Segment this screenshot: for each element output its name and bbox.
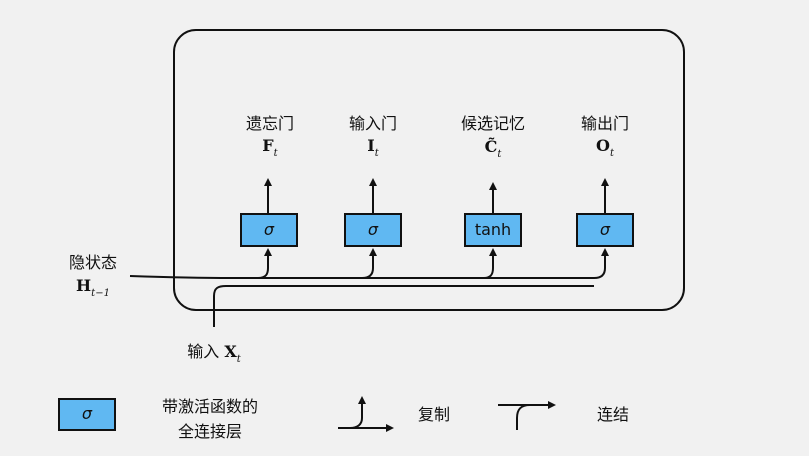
- candidate-memory-box: [464, 213, 522, 247]
- hidden-state-title: 隐状态: [69, 253, 117, 272]
- forget-gate-symbol: Ft: [262, 136, 278, 159]
- legend-copy-branch: [349, 396, 366, 429]
- hidden-state-symbol: Ht−1: [76, 276, 110, 299]
- candidate-memory-title: 候选记忆: [461, 114, 525, 133]
- forget-gate-title: 遗忘门: [246, 114, 294, 133]
- legend-concat-label: 连结: [597, 405, 629, 424]
- hidden-state-label: 隐状态 Ht−1: [69, 253, 117, 299]
- output-gate-symbol: Ot: [596, 136, 615, 159]
- input-gate-symbol: It: [367, 136, 379, 159]
- input-gate-box: [344, 213, 402, 247]
- output-gate: 输出门 Ot σ: [576, 114, 634, 247]
- output-gate-title: 输出门: [581, 114, 629, 133]
- legend-copy-label: 复制: [418, 405, 450, 424]
- output-gate-activation: σ: [600, 220, 611, 239]
- legend-activation-box: [58, 398, 116, 431]
- forget-gate-box: [240, 213, 298, 247]
- legend-activation-symbol: σ: [82, 404, 93, 423]
- input-gate-title: 输入门: [349, 114, 397, 133]
- legend-activation-line2: 全连接层: [178, 422, 242, 441]
- forget-gate: 遗忘门 Ft σ: [240, 114, 298, 247]
- lstm-cell-frame: [173, 29, 685, 311]
- gate-connections: [129, 248, 609, 327]
- input-label: 输入 Xt: [187, 342, 242, 365]
- input-gate: 输入门 It σ: [344, 114, 402, 247]
- legend-concat-arrow: [516, 401, 556, 430]
- candidate-memory-activation: tanh: [475, 220, 511, 239]
- candidate-memory-symbol: C̃t: [485, 137, 503, 160]
- candidate-memory: 候选记忆 C̃t tanh: [461, 114, 525, 247]
- input-symbol-line: 输入 Xt: [187, 342, 242, 365]
- forget-gate-activation: σ: [264, 220, 275, 239]
- legend-activation-line1: 带激活函数的: [162, 397, 258, 416]
- input-gate-activation: σ: [368, 220, 379, 239]
- output-gate-box: [576, 213, 634, 247]
- legend: σ 带激活函数的 全连接层 复制 连结: [58, 396, 629, 441]
